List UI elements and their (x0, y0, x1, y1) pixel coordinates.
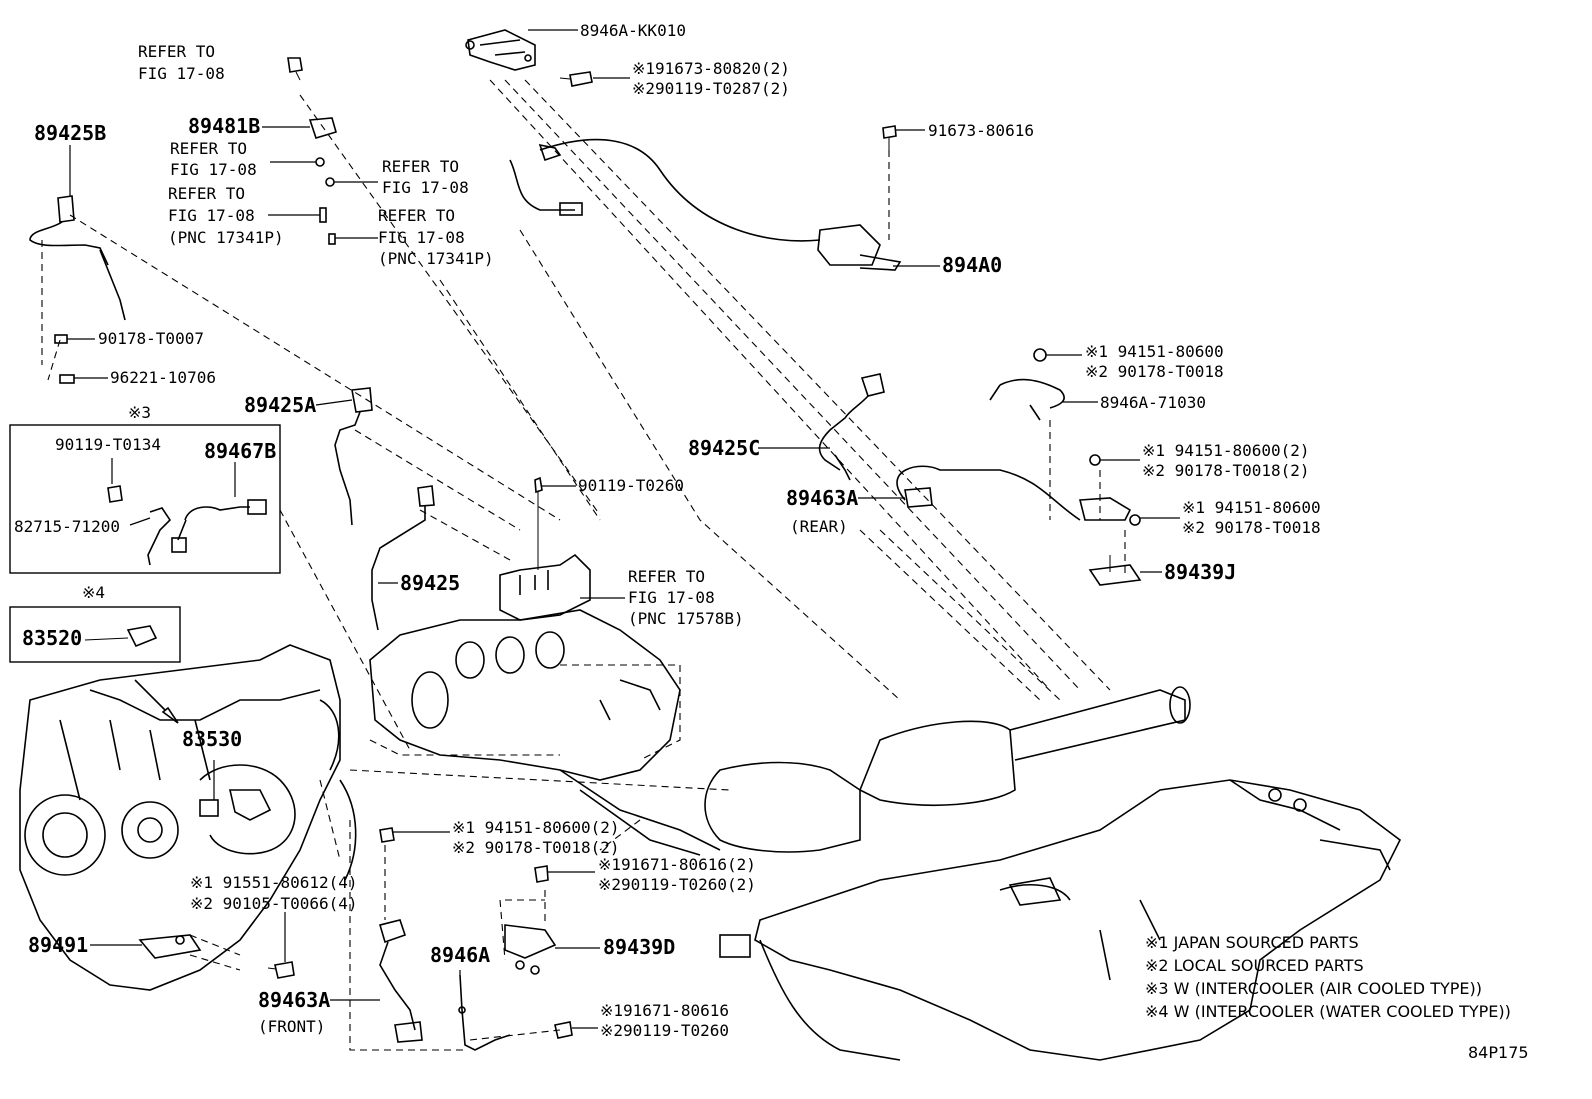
label-refer1-b: FIG 17-08 (138, 64, 225, 83)
label-90119-t0260-a: ※290119-T0260(2) (598, 875, 756, 894)
label-8946a-kk010: 8946A-KK010 (580, 21, 686, 40)
harness-8946a-71030 (989, 348, 1065, 421)
sensor-89425a (334, 387, 373, 526)
label-rear: (REAR) (790, 517, 848, 536)
legend-item-4: ※4 W (INTERCOOLER (WATER COOLED TYPE)) (1145, 1002, 1511, 1021)
label-94151-80600-c: ※1 94151-80600 (1182, 498, 1321, 517)
label-refer5-a: REFER TO (378, 206, 455, 225)
sensor-89425b (29, 195, 126, 384)
bolt-91671-80616-b (554, 1021, 573, 1039)
transmission-assembly (369, 609, 681, 781)
label-89425: 89425 (400, 571, 460, 595)
bolt-91673-80616 (882, 125, 897, 240)
bolt-top (559, 71, 593, 87)
alignment-lines (41, 79, 1126, 1051)
label-8946a-71030: 8946A-71030 (1100, 393, 1206, 412)
sensor-89463a-front (378, 919, 423, 1043)
label-refer2-b: FIG 17-08 (170, 160, 257, 179)
label-refer6-b: FIG 17-08 (628, 588, 715, 607)
label-refer2-a: REFER TO (170, 139, 247, 158)
label-91671-80616-b: ※191671-80616 (600, 1001, 729, 1020)
leader-lines (67, 29, 1180, 1029)
label-refer4-a: REFER TO (168, 184, 245, 203)
bracket-89439j (1078, 454, 1142, 586)
label-refer1-a: REFER TO (138, 42, 215, 61)
bracket-17578b (499, 476, 591, 621)
label-82715-71200: 82715-71200 (14, 517, 120, 536)
label-refer3-a: REFER TO (382, 157, 459, 176)
label-90178-t0018-a: ※2 90178-T0018 (1085, 362, 1224, 381)
box-4-intercooler-water (9, 606, 181, 663)
label-83530: 83530 (182, 727, 242, 751)
label-refer4-b: FIG 17-08 (168, 206, 255, 225)
bracket-89439d (504, 924, 557, 975)
label-94151-80600-b: ※1 94151-80600(2) (1142, 441, 1310, 460)
label-90119-t0260-b: ※290119-T0260 (600, 1021, 729, 1040)
bolt-91671-80616-a (534, 865, 549, 883)
legend-item-1: ※1 JAPAN SOURCED PARTS (1145, 933, 1359, 952)
part-labels: 8946A-KK010 ※191673-80820(2) ※290119-T02… (14, 21, 1321, 1040)
ecu-bracket-8946a-kk010 (465, 29, 536, 71)
harness-8946a (458, 974, 511, 1051)
label-89463a-front: 89463A (258, 988, 330, 1012)
label-90119-t0287: ※290119-T0287(2) (632, 79, 790, 98)
legend-item-3: ※3 W (INTERCOOLER (AIR COOLED TYPE)) (1145, 979, 1482, 998)
legend-item-2: ※2 LOCAL SOURCED PARTS (1145, 956, 1364, 975)
label-91673-80820: ※191673-80820(2) (632, 59, 790, 78)
label-90178-t0018-c: ※2 90178-T0018 (1182, 518, 1321, 537)
label-94151-80600-a: ※1 94151-80600 (1085, 342, 1224, 361)
label-91551-80612: ※1 91551-80612(4) (190, 873, 358, 892)
label-box4-mark: ※4 (82, 583, 105, 602)
bolt-refer1 (287, 57, 303, 81)
label-90119-t0134: 90119-T0134 (55, 435, 161, 454)
label-89491: 89491 (28, 933, 88, 957)
label-94151-80600-d: ※1 94151-80600(2) (452, 818, 620, 837)
label-89425b: 89425B (34, 121, 106, 145)
label-894a0: 894A0 (942, 253, 1002, 277)
label-89425c: 89425C (688, 436, 760, 460)
label-89481b: 89481B (188, 114, 260, 138)
exhaust-pipe (559, 686, 1191, 856)
label-front: (FRONT) (258, 1017, 325, 1036)
label-89425a: 89425A (244, 393, 316, 417)
label-90105-t0066: ※2 90105-T0066(4) (190, 894, 358, 913)
label-refer5-c: (PNC 17341P) (378, 249, 494, 268)
label-refer5-b: FIG 17-08 (378, 228, 465, 247)
label-83520: 83520 (22, 626, 82, 650)
label-refer6-a: REFER TO (628, 567, 705, 586)
sensor-89425 (371, 485, 435, 631)
label-refer6-c: (PNC 17578B) (628, 609, 744, 628)
label-90178-t0018-b: ※2 90178-T0018(2) (1142, 461, 1310, 480)
label-89467b: 89467B (204, 439, 276, 463)
label-90119-t0260: 90119-T0260 (578, 476, 684, 495)
sensor-89463a-rear (896, 465, 1081, 521)
fuel-tank-frame (719, 779, 1402, 1061)
label-box3-mark: ※3 (128, 403, 151, 422)
label-8946a: 8946A (430, 943, 490, 967)
label-90178-t0007: 90178-T0007 (98, 329, 204, 348)
label-89463a-rear: 89463A (786, 486, 858, 510)
label-90178-t0018-d: ※2 90178-T0018(2) (452, 838, 620, 857)
arrow-83530 (134, 679, 179, 724)
engine-assembly (19, 644, 357, 991)
sensor-89425c (818, 373, 885, 481)
label-96221-10706: 96221-10706 (110, 368, 216, 387)
nut-94151-80600-d (379, 827, 395, 843)
bolt-91551-80612 (267, 961, 295, 979)
sensor-89481b (308, 117, 337, 245)
harness-894a0 (509, 138, 902, 271)
label-91673-80616: 91673-80616 (928, 121, 1034, 140)
legend: ※1 JAPAN SOURCED PARTS ※2 LOCAL SOURCED … (1145, 933, 1511, 1021)
label-refer3-b: FIG 17-08 (382, 178, 469, 197)
label-91671-80616-a: ※191671-80616(2) (598, 855, 756, 874)
label-89439j: 89439J (1164, 560, 1236, 584)
label-89439d: 89439D (603, 935, 675, 959)
figure-code: 84P175 (1468, 1043, 1529, 1062)
box-3-intercooler-air (9, 424, 281, 574)
label-refer4-c: (PNC 17341P) (168, 228, 284, 247)
